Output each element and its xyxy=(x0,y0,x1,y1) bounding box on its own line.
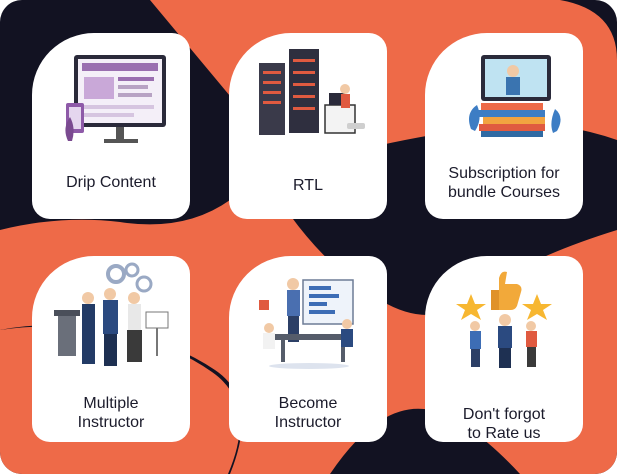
card-subscription-bundle[interactable]: Subscription for bundle Courses xyxy=(425,33,583,219)
card-label: Subscription for bundle Courses xyxy=(447,165,561,201)
card-rtl[interactable]: RTL xyxy=(229,33,387,219)
rating-stars-illustration xyxy=(456,271,552,368)
presentation-meeting-illustration xyxy=(259,278,354,369)
instructors-team-illustration xyxy=(54,262,169,366)
card-drip-content[interactable]: Drip Content xyxy=(32,33,190,219)
online-course-books-illustration xyxy=(469,55,561,137)
card-label: Drip Content xyxy=(66,174,156,191)
card-become-instructor[interactable]: Become Instructor xyxy=(229,256,387,442)
card-label: RTL xyxy=(293,177,323,194)
server-rack-illustration xyxy=(259,49,365,135)
card-label: Don't forgot to Rate us xyxy=(462,406,546,442)
card-multiple-instructor[interactable]: Multiple Instructor xyxy=(32,256,190,442)
card-rate-us[interactable]: Don't forgot to Rate us xyxy=(425,256,583,442)
card-label: Multiple Instructor xyxy=(77,395,145,431)
drip-content-illustration xyxy=(65,55,166,143)
card-label: Become Instructor xyxy=(274,395,342,431)
